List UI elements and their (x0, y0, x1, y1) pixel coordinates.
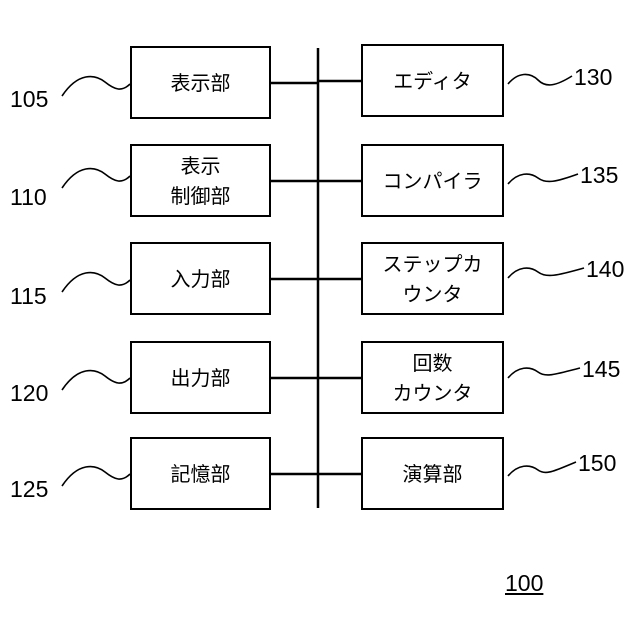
block-display-unit: 表示部 (130, 46, 271, 119)
block-arithmetic-unit: 演算部 (361, 437, 504, 510)
figure-reference-numeral: 100 (505, 570, 543, 597)
ref-numeral-125: 125 (10, 476, 48, 503)
ref-numeral-130: 130 (574, 64, 612, 91)
block-label: 表示 制御部 (171, 151, 231, 211)
block-count-counter: 回数 カウンタ (361, 341, 504, 414)
ref-numeral-115: 115 (10, 283, 47, 310)
leader-150 (508, 462, 576, 476)
block-label: 表示部 (171, 68, 231, 98)
block-label: 記憶部 (171, 459, 231, 489)
leader-125 (62, 467, 130, 486)
block-output-unit: 出力部 (130, 341, 271, 414)
ref-numeral-110: 110 (10, 184, 47, 211)
block-storage-unit: 記憶部 (130, 437, 271, 510)
leader-130 (508, 74, 572, 85)
leader-105 (62, 77, 130, 96)
block-label: コンパイラ (383, 166, 483, 196)
block-label: 入力部 (171, 264, 231, 294)
block-compiler: コンパイラ (361, 144, 504, 217)
ref-numeral-140: 140 (586, 256, 624, 283)
block-display-control-unit: 表示 制御部 (130, 144, 271, 217)
block-input-unit: 入力部 (130, 242, 271, 315)
leader-135 (508, 174, 578, 184)
block-editor: エディタ (361, 44, 504, 117)
block-label: 出力部 (171, 363, 231, 393)
ref-numeral-105: 105 (10, 86, 48, 113)
leader-120 (62, 371, 130, 390)
ref-numeral-120: 120 (10, 380, 48, 407)
block-label: エディタ (393, 66, 472, 96)
block-label: 回数 カウンタ (393, 348, 473, 408)
block-label: 演算部 (403, 459, 463, 489)
leader-115 (62, 273, 130, 292)
leader-140 (508, 268, 584, 278)
block-step-counter: ステップカ ウンタ (361, 242, 504, 315)
ref-numeral-135: 135 (580, 162, 618, 189)
block-label: ステップカ ウンタ (383, 249, 483, 309)
ref-numeral-150: 150 (578, 450, 616, 477)
ref-numeral-145: 145 (582, 356, 620, 383)
leader-145 (508, 368, 580, 378)
leader-110 (62, 169, 130, 188)
